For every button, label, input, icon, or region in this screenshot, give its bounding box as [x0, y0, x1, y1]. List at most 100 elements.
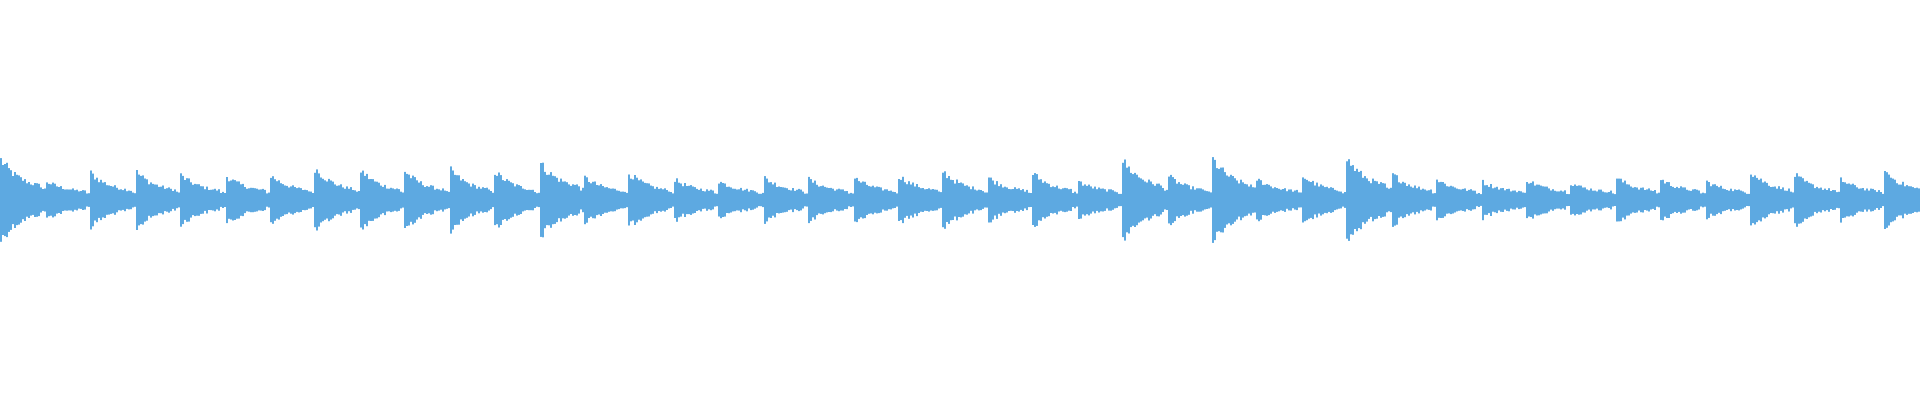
waveform-bar [1686, 189, 1688, 211]
waveform-bar [1356, 168, 1358, 232]
waveform-bar [600, 184, 602, 216]
waveform-bar [34, 183, 36, 217]
waveform-bar [1158, 183, 1160, 217]
waveform-bar [1336, 190, 1338, 210]
waveform-bar [508, 180, 510, 220]
waveform-bar [1092, 188, 1094, 212]
waveform-bar [590, 183, 592, 217]
waveform-bar [1318, 186, 1320, 214]
waveform-bar [44, 188, 46, 212]
waveform-bar [458, 175, 460, 225]
waveform-bar [1722, 188, 1724, 212]
waveform-bar [1690, 190, 1692, 209]
waveform-bar [52, 182, 54, 218]
waveform-bar [1282, 189, 1284, 211]
waveform-bar [484, 188, 486, 212]
waveform-bar [78, 191, 80, 209]
waveform-bar [1632, 187, 1634, 213]
waveform-bar [1430, 189, 1432, 211]
waveform-bar [428, 186, 430, 214]
waveform-bar [868, 186, 870, 214]
waveform-bar [1220, 167, 1222, 233]
waveform-bar [212, 189, 214, 211]
waveform-bar [812, 182, 814, 218]
waveform-bar [786, 188, 788, 212]
waveform-bar [464, 181, 466, 219]
waveform-bar [1668, 182, 1670, 218]
waveform-bar [352, 190, 354, 210]
waveform-bar [1762, 182, 1764, 218]
waveform-bar [1724, 189, 1726, 211]
waveform-bar [1374, 180, 1376, 220]
waveform-bar [1592, 190, 1594, 210]
waveform-bar [534, 192, 536, 208]
waveform-bar [1218, 168, 1220, 232]
waveform-bar [1466, 190, 1468, 210]
waveform-bar [1816, 186, 1818, 214]
waveform-bar [1906, 185, 1908, 215]
waveform-bar [684, 183, 686, 217]
waveform-bar [192, 184, 194, 216]
waveform-bar [1538, 184, 1540, 216]
waveform-bar [1386, 187, 1388, 213]
waveform-bar [270, 177, 272, 223]
waveform-bar [728, 186, 730, 214]
waveform-bar [638, 180, 640, 220]
waveform-bar [1222, 167, 1224, 233]
waveform-bar [1878, 190, 1880, 210]
waveform-bar [620, 191, 622, 209]
waveform-bar [1532, 181, 1534, 219]
waveform-bar [674, 181, 676, 218]
waveform-bar [1524, 192, 1526, 208]
waveform-bar [1432, 193, 1434, 207]
waveform-bar [1166, 189, 1168, 210]
waveform-bar [1146, 182, 1148, 218]
waveform-bar [1068, 189, 1070, 211]
waveform-bar [1646, 189, 1648, 211]
waveform-bar [1674, 188, 1676, 212]
waveform-bar [596, 185, 598, 216]
waveform-bar [804, 193, 806, 207]
waveform-bar [916, 184, 918, 217]
waveform-bar [582, 187, 584, 213]
waveform-bar [1436, 179, 1438, 221]
waveform-bar [1364, 176, 1366, 224]
waveform-bar [962, 183, 964, 217]
waveform-bar [1088, 184, 1090, 216]
waveform-bar [1520, 191, 1522, 209]
waveform-bar [154, 184, 156, 216]
waveform-bar [1398, 182, 1400, 218]
waveform-bar [774, 182, 776, 218]
waveform-bar [1214, 159, 1216, 241]
waveform-bar [8, 168, 10, 232]
waveform-bar [850, 192, 852, 207]
waveform-bar [1848, 183, 1850, 217]
waveform-bar [1844, 182, 1846, 218]
waveform-bar [496, 175, 498, 225]
waveform-bar [734, 188, 736, 212]
waveform-bar [612, 188, 614, 212]
waveform-bar [1182, 184, 1184, 216]
waveform-bar [726, 186, 728, 213]
waveform-bar [756, 192, 758, 208]
waveform-bar [340, 184, 342, 216]
waveform-bar [418, 182, 420, 218]
waveform-bar [1324, 187, 1326, 213]
waveform-bar [1394, 174, 1396, 226]
waveform-bar [214, 188, 216, 212]
waveform-bar [1614, 194, 1616, 206]
waveform-bar [1108, 189, 1110, 211]
waveform-bar [1838, 191, 1840, 209]
waveform-bar [152, 183, 154, 217]
waveform-bar [68, 189, 70, 211]
waveform-bar [910, 184, 912, 216]
waveform-bar [1438, 182, 1440, 218]
waveform-bar [210, 189, 212, 211]
waveform-bar [284, 185, 286, 215]
waveform-bar [102, 182, 104, 218]
waveform-bar [1274, 187, 1276, 213]
waveform-bar [994, 184, 996, 216]
waveform-bar [86, 193, 88, 207]
waveform-bar [106, 185, 108, 215]
